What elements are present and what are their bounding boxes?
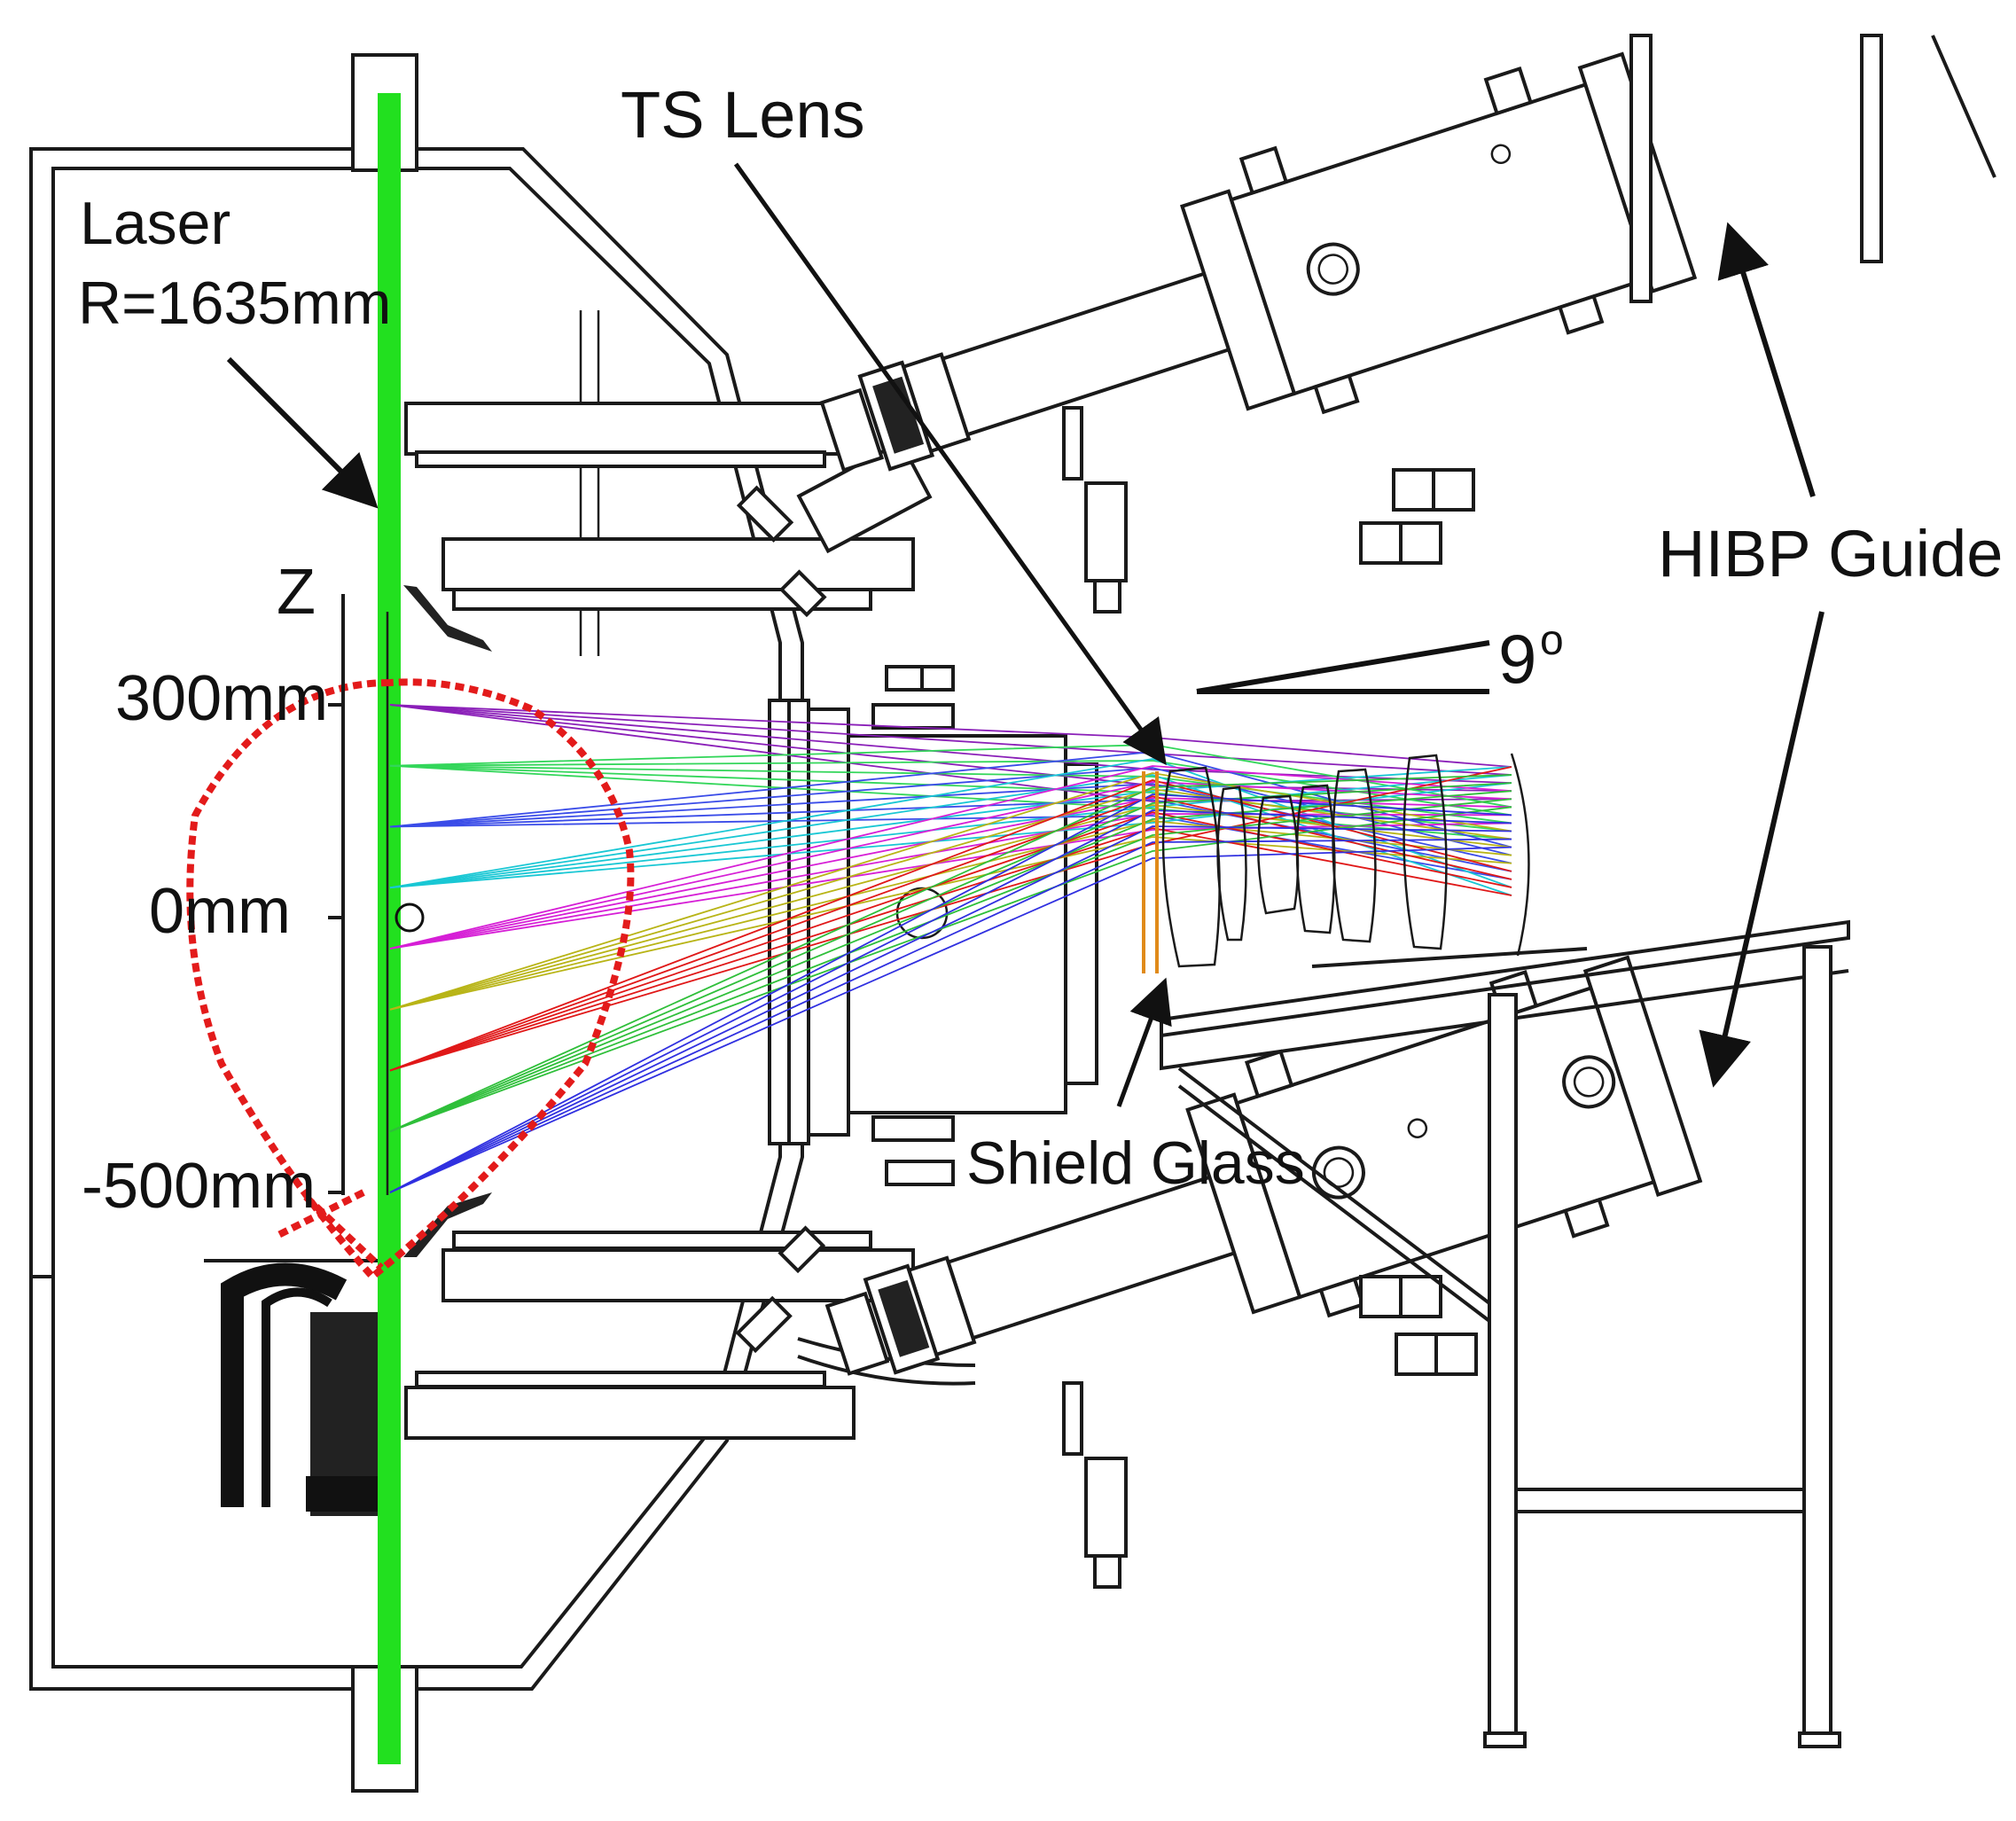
ray-line [389, 774, 1512, 1133]
hibp-guide-lower [824, 955, 1703, 1376]
ray-line [389, 838, 1512, 1193]
ray-line [389, 798, 1512, 1133]
z-tick-300mm: 300mm [115, 663, 328, 734]
ray-line [389, 793, 1512, 1193]
hibp-upper-blocks [1359, 468, 1475, 565]
z-tick-0mm: 0mm [149, 876, 291, 947]
ray-line [389, 846, 1512, 1193]
hibp-guide-arrow-lower [1699, 611, 1825, 1088]
port-plates [404, 402, 915, 1440]
ray-line [389, 782, 1512, 889]
support-frame [1160, 919, 1850, 1748]
ray-line [389, 804, 1512, 1011]
plasma-separatrix [186, 678, 635, 1282]
hibp-guide-upper [819, 51, 1698, 473]
z-axis-label: Z [277, 557, 316, 628]
hibp-guide-label: HIBP Guide [1658, 517, 2003, 590]
hibp-lower-manipulator [1062, 1381, 1128, 1589]
ts-lens-label: TS Lens [621, 78, 865, 152]
coil-assembly [31, 1259, 390, 1516]
angle-degree-mark: o [1540, 617, 1564, 664]
shield-glass-label: Shield Glass [966, 1129, 1305, 1197]
laser-beam [378, 93, 401, 1764]
hibp-upper-manipulator [1062, 34, 1996, 614]
laser-label-line1: Laser [80, 190, 231, 257]
divertor-plates [403, 585, 492, 1257]
laser-label-line2: R=1635mm [78, 270, 391, 337]
hibp-lower-blocks [1359, 1275, 1478, 1376]
ray-line [389, 766, 1512, 1072]
shield-glass-arrow [1116, 977, 1172, 1107]
ray-line [389, 797, 1512, 950]
ray-line [389, 815, 1512, 880]
ray-line [389, 836, 1512, 1011]
ray-line [389, 811, 1512, 1072]
laser-arrow [226, 356, 379, 509]
ray-trace-bundle [389, 704, 1512, 1193]
ts-lens-group [1142, 753, 1530, 973]
ray-line [389, 774, 1512, 889]
ray-line [389, 766, 1512, 889]
ts-lens-arrow [733, 162, 1167, 766]
z-axis [328, 594, 345, 1195]
ray-line [389, 765, 1512, 950]
ray-line [389, 809, 1512, 1193]
ray-line [389, 822, 1512, 950]
ray-line [389, 820, 1512, 1011]
vacuum-vessel [29, 147, 804, 1691]
hibp-guide-arrow-upper [1717, 222, 1816, 497]
z-tick-minus500mm: -500mm [82, 1151, 316, 1222]
ray-line [389, 813, 1512, 950]
magnetic-axis-marker [395, 903, 425, 933]
ray-line [389, 790, 1512, 1133]
ray-line [389, 783, 1512, 864]
angle-indicator [1196, 640, 1490, 694]
ray-line [389, 782, 1512, 1133]
ray-line [389, 825, 1512, 1193]
ray-line [389, 799, 1512, 872]
separatrix-leg [303, 1194, 384, 1270]
ray-line [389, 806, 1512, 1133]
ray-line [389, 827, 1512, 1072]
separatrix-leg [273, 1189, 365, 1240]
angle-value: 9 [1498, 620, 1536, 698]
